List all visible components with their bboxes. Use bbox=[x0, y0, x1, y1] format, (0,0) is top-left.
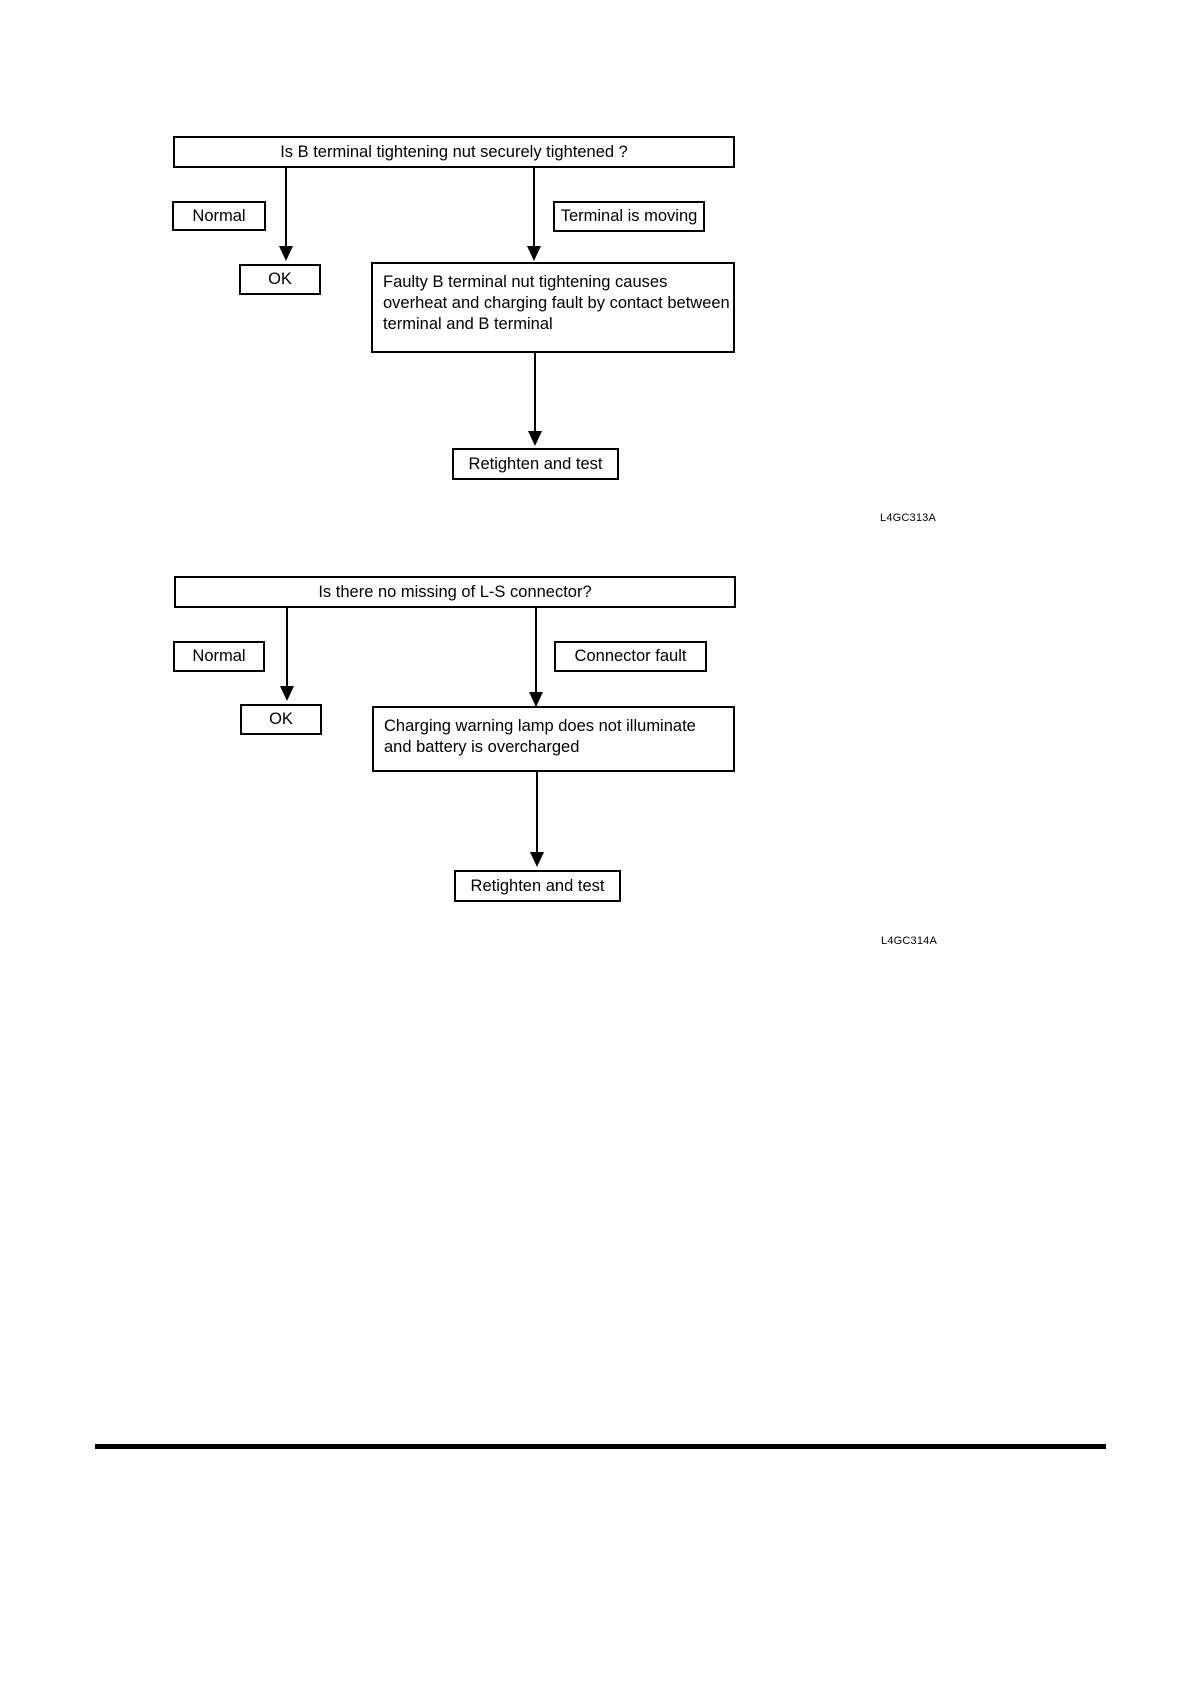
result-box-ok: OK bbox=[240, 704, 322, 735]
figure-code: L4GC314A bbox=[881, 935, 938, 947]
connector-action-arrowhead bbox=[528, 431, 542, 446]
branch-label-normal: Normal bbox=[172, 201, 266, 231]
action-box-retighten-and-test: Retighten and test bbox=[454, 870, 621, 902]
connector-left-arrowhead bbox=[279, 246, 293, 261]
connector-action-stem bbox=[534, 353, 536, 433]
fault-description-line-3: terminal and B terminal bbox=[383, 315, 553, 333]
fault-description-line-2: overheat and charging fault by contact b… bbox=[383, 294, 730, 312]
connector-right-stem bbox=[535, 608, 537, 708]
connector-left-stem bbox=[286, 608, 288, 688]
result-box-ok: OK bbox=[239, 264, 321, 295]
connector-right-stem bbox=[533, 168, 535, 248]
question-box: Is there no missing of L-S connector? bbox=[174, 576, 736, 608]
fault-description-box: Faulty B terminal nut tightening causes … bbox=[371, 262, 735, 353]
fault-description-line-2: and battery is overcharged bbox=[384, 738, 580, 756]
branch-label-connector-fault: Connector fault bbox=[554, 641, 707, 672]
connector-action-stem bbox=[536, 772, 538, 854]
question-box: Is B terminal tightening nut securely ti… bbox=[173, 136, 735, 168]
connector-left-stem bbox=[285, 168, 287, 248]
branch-label-terminal-is-moving: Terminal is moving bbox=[553, 201, 705, 232]
connector-left-arrowhead bbox=[280, 686, 294, 701]
fault-description-line-1: Faulty B terminal nut tightening causes bbox=[383, 273, 668, 291]
connector-right-arrowhead bbox=[529, 692, 543, 707]
footer-divider bbox=[95, 1444, 1106, 1449]
fault-description-box: Charging warning lamp does not illuminat… bbox=[372, 706, 735, 772]
connector-action-arrowhead bbox=[530, 852, 544, 867]
fault-description-line-1: Charging warning lamp does not illuminat… bbox=[384, 717, 696, 735]
connector-right-arrowhead bbox=[527, 246, 541, 261]
branch-label-normal: Normal bbox=[173, 641, 265, 672]
action-box-retighten-and-test: Retighten and test bbox=[452, 448, 619, 480]
figure-code: L4GC313A bbox=[880, 512, 937, 524]
